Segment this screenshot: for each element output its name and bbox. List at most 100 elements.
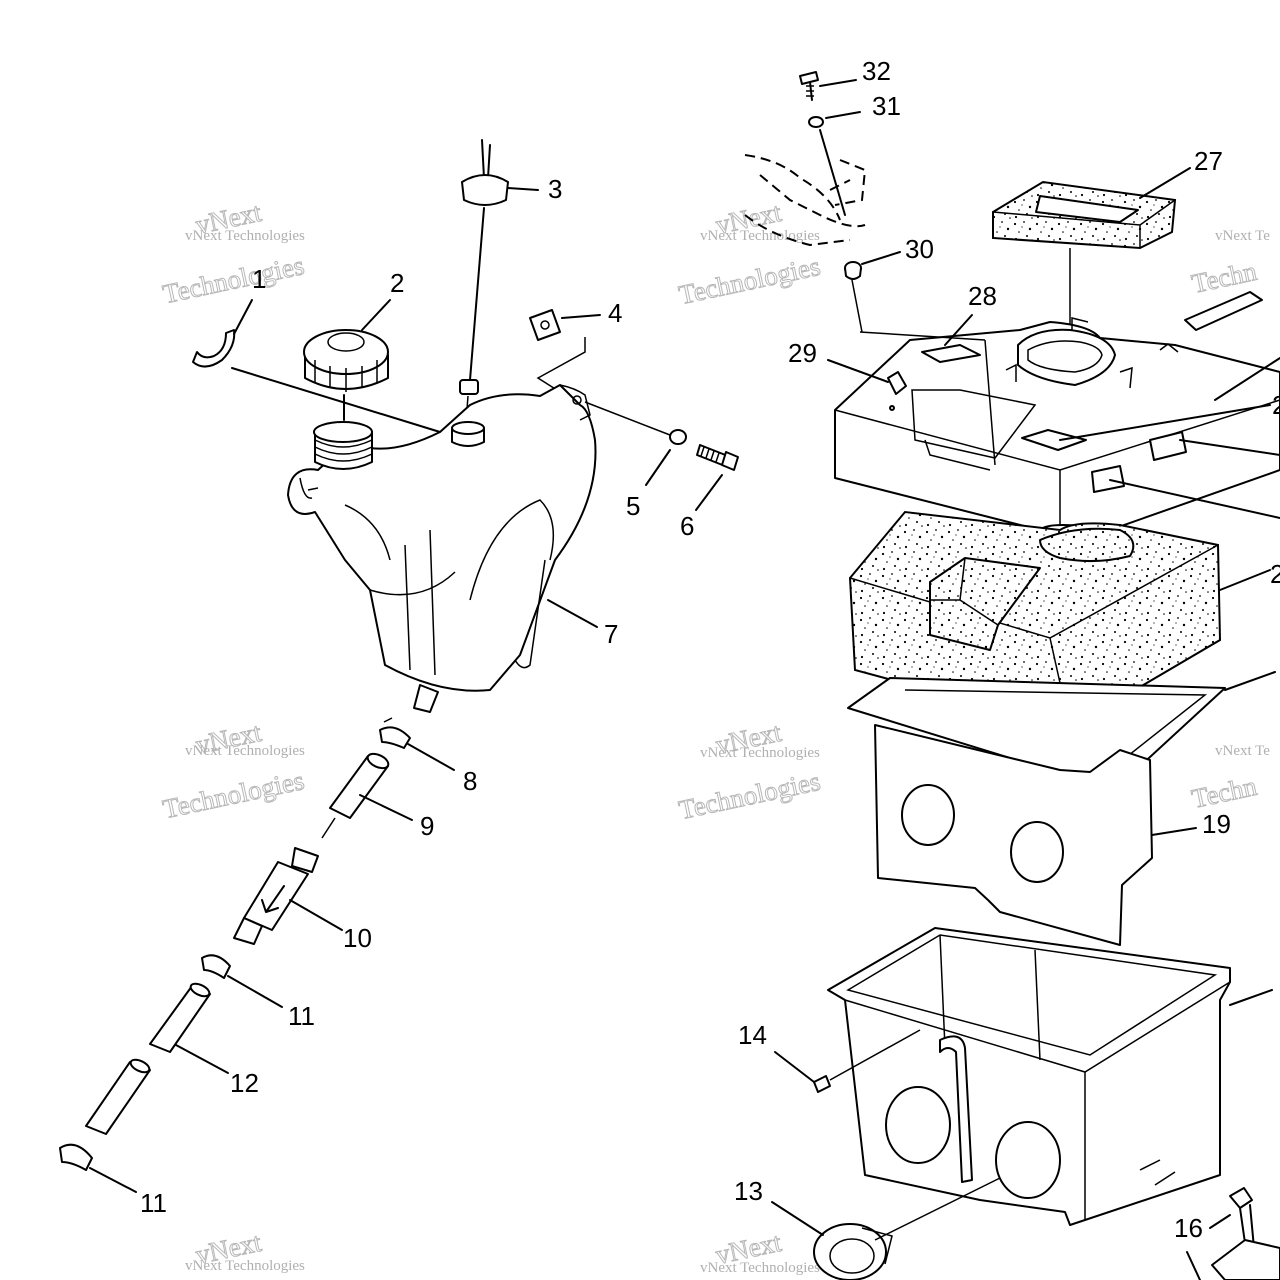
watermark-line: vNext Technologies [700, 1260, 820, 1276]
leader-line [827, 359, 889, 383]
bolt-part-6 [696, 444, 739, 471]
leader-line [233, 299, 253, 335]
tank-outlet-fitting [413, 684, 439, 713]
part-label-11-upper: 11 [288, 1001, 315, 1031]
leader-line [321, 817, 336, 839]
washer-part-31 [808, 116, 824, 128]
part-label-28: 28 [968, 281, 997, 311]
hose-clamp-part-11-upper [201, 954, 231, 979]
leader-line [819, 129, 846, 216]
boot-part-13 [813, 1223, 893, 1280]
part-label-13: 13 [734, 1176, 763, 1206]
phantom-bracket [744, 154, 867, 247]
part-label-16: 16 [1174, 1213, 1203, 1243]
leader-line [829, 1029, 921, 1081]
watermark-partial: vNext Te [1215, 228, 1270, 244]
screw-part-32 [799, 71, 819, 101]
leader-line [1179, 439, 1280, 456]
hose-clip-part-1 [192, 329, 236, 368]
latch-part-29 [887, 371, 907, 411]
part-label-6: 6 [680, 511, 694, 541]
watermark-technologies: Technologies [160, 765, 307, 824]
leader-line [695, 474, 723, 511]
leader-line [874, 1177, 1001, 1241]
watermark-line: vNext Technologies [185, 1258, 305, 1274]
leader-line [361, 299, 391, 331]
leader-line [584, 401, 671, 436]
part-label-11-lower: 11 [140, 1188, 167, 1218]
leader-line [359, 794, 413, 821]
leader-line [645, 449, 671, 486]
watermark-technologies: Technologies [676, 251, 823, 310]
leader-line [89, 1167, 137, 1193]
hose-part-12-lower [85, 1058, 151, 1135]
watermark-technologies: Technologies [676, 766, 823, 825]
watermark-technologies: Technologies [160, 250, 307, 309]
strip-fragment [1184, 291, 1263, 331]
leader-line [561, 314, 601, 319]
leader-line [1224, 671, 1276, 691]
leader-line [819, 79, 857, 87]
leader-line [227, 975, 283, 1008]
watermark-line: vNext Technologies [700, 228, 820, 244]
leader-line [1059, 404, 1271, 441]
part-label-7: 7 [604, 619, 618, 649]
watermark-line: vNext Technologies [700, 745, 820, 761]
leader-line [1219, 569, 1271, 591]
leader-line [1109, 479, 1280, 519]
clip-nut-part-4 [529, 309, 561, 341]
tank-dipstick-port [451, 421, 485, 447]
leader-line [547, 599, 598, 628]
hardware-part-16 [1186, 1187, 1280, 1280]
gasket-inner-edge [904, 689, 1208, 771]
leader-line [407, 743, 455, 771]
hose-clamp-part-8 [379, 717, 411, 749]
hose-part-9 [329, 752, 390, 819]
fill-cap-part-2 [303, 329, 389, 392]
part-label-27: 27 [1194, 146, 1223, 176]
tank-filler-neck [313, 421, 373, 470]
part-label-3: 3 [548, 174, 562, 204]
part-label-31: 31 [872, 91, 901, 121]
leader-line [175, 1044, 229, 1074]
hose-clamp-part-11-lower [59, 1143, 93, 1171]
part-label-8: 8 [463, 766, 477, 796]
leader-line [1214, 357, 1280, 401]
foam-element [848, 510, 1222, 730]
watermark-line: vNext Technologies [185, 743, 305, 759]
part-label-30: 30 [905, 234, 934, 264]
leader-line [1139, 167, 1191, 199]
leader-line [1151, 827, 1197, 836]
leader-line [861, 251, 901, 265]
leader-line [289, 899, 343, 931]
part-label-5: 5 [626, 491, 640, 521]
airbox-base [827, 927, 1231, 1226]
watermark-partial: vNext Te [1215, 743, 1270, 759]
screw-part-14 [813, 1075, 831, 1093]
watermark-partial-technologies: Techn [1189, 771, 1260, 814]
part-label-19: 19 [1202, 809, 1231, 839]
inline-filter-part-10 [233, 847, 319, 945]
grommet-part-30 [844, 261, 862, 280]
leader-line [1229, 989, 1273, 1006]
leader-line [944, 314, 973, 346]
leader-line [859, 331, 986, 341]
part-number-labels: 1 2 3 4 5 6 7 8 9 10 11 12 11 32 31 27 3… [140, 56, 1280, 1243]
leader-line [771, 1201, 824, 1236]
foam-filter-part-27 [992, 180, 1177, 250]
part-label-32: 32 [862, 56, 891, 86]
washer-part-5 [669, 429, 687, 445]
part-label-edge-2b: 2 [1270, 559, 1280, 589]
leader-line [825, 111, 861, 119]
part-label-29: 29 [788, 338, 817, 368]
watermark-line: vNext Technologies [185, 228, 305, 244]
hose-part-12 [149, 982, 211, 1053]
dipstick-part-3 [459, 139, 509, 395]
part-label-4: 4 [608, 298, 622, 328]
leader-line [507, 187, 539, 191]
adapter-plate-part-19 [874, 724, 1153, 946]
part-label-2: 2 [390, 268, 404, 298]
part-label-1: 1 [252, 264, 266, 294]
leader-line [1209, 1214, 1231, 1229]
